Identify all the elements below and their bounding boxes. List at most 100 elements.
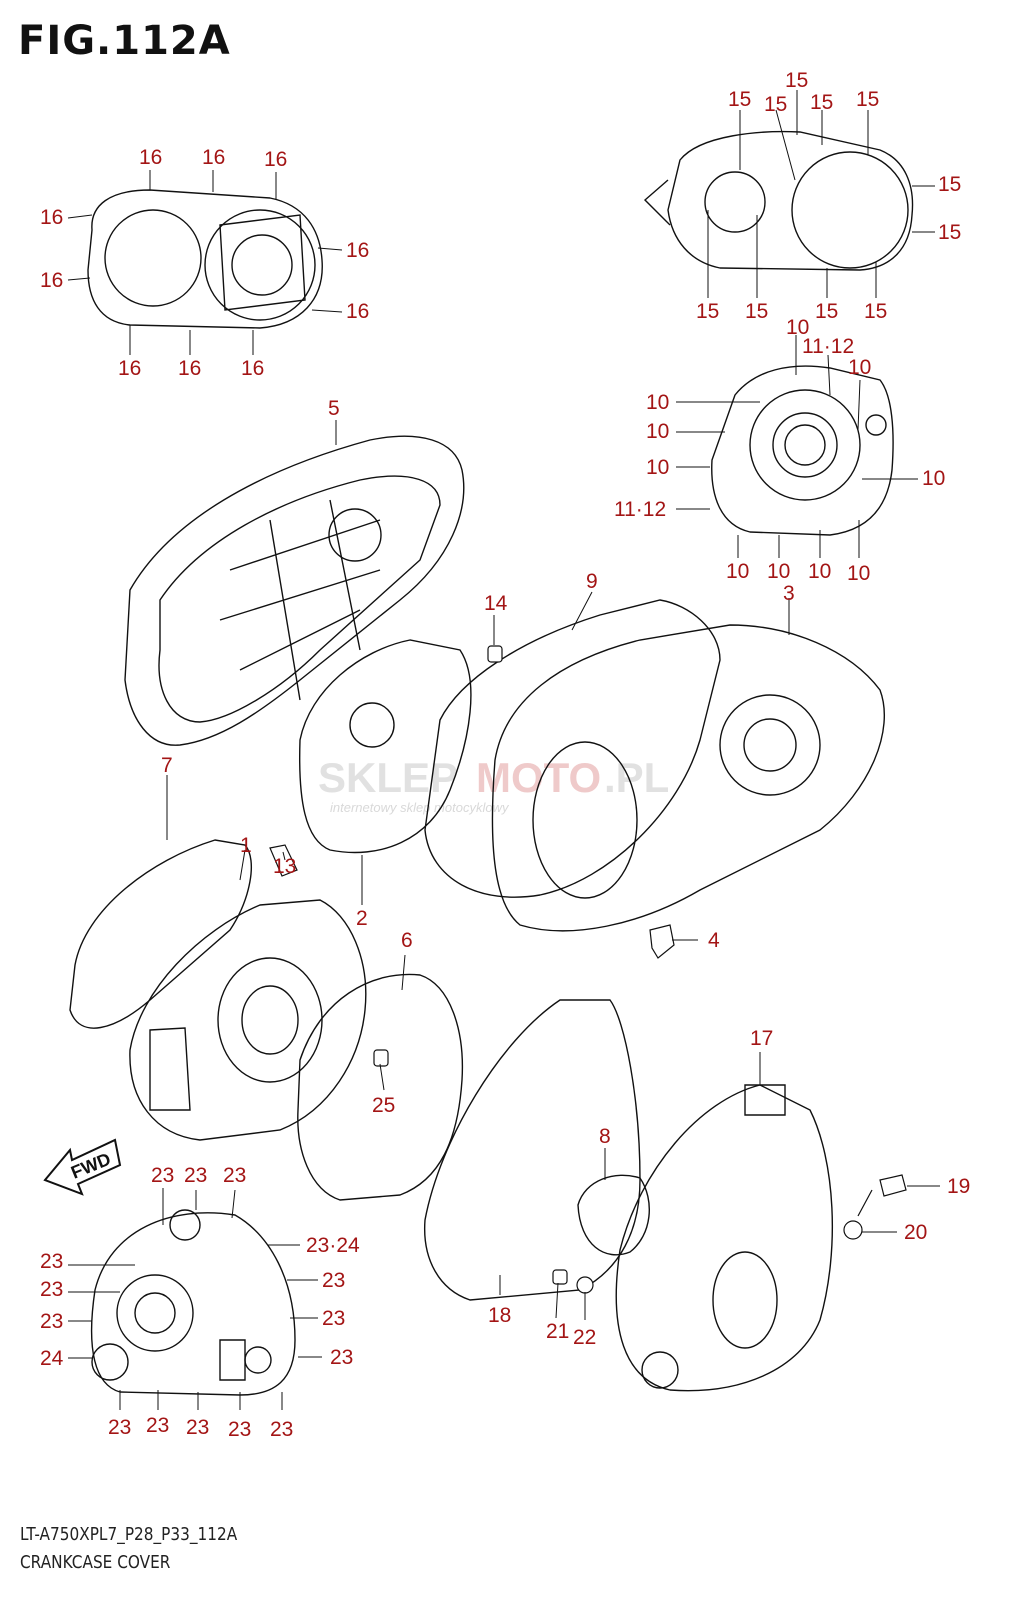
- callout-15-j: 15: [815, 300, 838, 323]
- callout-15-d: 15: [810, 91, 833, 114]
- watermark-brand-right: .PL: [604, 754, 669, 801]
- callout-23-d: 23: [40, 1250, 63, 1273]
- callout-23-i: 23: [330, 1346, 353, 1369]
- callouts-main: 5 14 9 3 7 1 13 2 6 4 25 17 8 19 20 18 2…: [161, 397, 970, 1349]
- callout-10-i: 10: [808, 560, 831, 583]
- callout-21: 21: [546, 1320, 569, 1343]
- callout-10-a: 10: [786, 316, 809, 339]
- callout-23-k: 23: [146, 1414, 169, 1437]
- part-20-o-ring: [843, 1220, 863, 1240]
- callouts-23: 23 23 23 23 23·24 23 23 23 23 24 23 23 2…: [40, 1164, 360, 1441]
- callout-3: 3: [783, 582, 795, 605]
- callout-15-i: 15: [745, 300, 768, 323]
- part-23-oil-cover: [90, 1209, 296, 1396]
- callout-4: 4: [708, 929, 720, 952]
- part-9-gasket: [424, 599, 721, 898]
- callouts-10: 10 10 10 10 10 10 10 10 10 10 11·12 11·1…: [614, 316, 945, 585]
- part-10-inner-cover-outline: [711, 365, 894, 536]
- part-13-bolt: [269, 844, 298, 877]
- callout-15-f: 15: [938, 173, 961, 196]
- part-5-cvt-outer-cover: [124, 435, 465, 746]
- callout-2: 2: [356, 907, 368, 930]
- callout-25: 25: [372, 1094, 395, 1117]
- callout-23-m: 23: [228, 1418, 251, 1441]
- callout-17: 17: [750, 1027, 773, 1050]
- callouts-16: 16 16 16 16 16 16 16 16 16 16: [40, 146, 369, 380]
- callout-15-a: 15: [785, 69, 808, 92]
- callout-23-j: 23: [108, 1416, 131, 1439]
- part-14-dowel-pin: [487, 645, 503, 663]
- callout-13: 13: [273, 855, 296, 878]
- fwd-arrow: FWD: [43, 1138, 122, 1196]
- callout-10-d: 10: [646, 420, 669, 443]
- part-22-gasket-washer: [576, 1276, 594, 1294]
- callout-23-b: 23: [184, 1164, 207, 1187]
- part-4-plug: [649, 924, 675, 959]
- callout-10-g: 10: [726, 560, 749, 583]
- part-8-cover: [577, 1174, 650, 1256]
- leader-lines: [67, 90, 940, 1410]
- callout-19: 19: [947, 1175, 970, 1198]
- callout-10-h: 10: [767, 560, 790, 583]
- callout-16-e: 16: [40, 269, 63, 292]
- callout-10-e: 10: [646, 456, 669, 479]
- callout-5: 5: [328, 397, 340, 420]
- callout-16-f: 16: [346, 239, 369, 262]
- callout-10-j: 10: [847, 562, 870, 585]
- part-15-magneto-cover-outline: [643, 130, 914, 271]
- callout-15-c: 15: [764, 93, 787, 116]
- callout-6: 6: [401, 929, 413, 952]
- figure-title: FIG.112A: [18, 18, 231, 64]
- callout-15-k: 15: [864, 300, 887, 323]
- part-16-clutch-cover-outline: [87, 189, 323, 329]
- callout-23-c: 23: [223, 1164, 246, 1187]
- callout-23-e: 23: [40, 1278, 63, 1301]
- callout-23-n: 23: [270, 1418, 293, 1441]
- small-parts: [269, 645, 907, 1294]
- callout-11-12-b: 11·12: [614, 498, 666, 521]
- part-3-crankcase-cover: [491, 624, 885, 932]
- callout-23-24: 23·24: [306, 1234, 360, 1257]
- part-6-gasket: [297, 973, 464, 1201]
- part-17-crankcase-cover-left: [615, 1084, 834, 1392]
- callout-23-f: 23: [322, 1269, 345, 1292]
- callout-24: 24: [40, 1347, 64, 1370]
- callout-1: 1: [240, 834, 252, 857]
- callout-15-g: 15: [938, 221, 961, 244]
- part-19-dipstick: [857, 1174, 907, 1217]
- callout-15-h: 15: [696, 300, 719, 323]
- callout-16-d: 16: [40, 206, 63, 229]
- callout-11-12-a: 11·12: [802, 335, 854, 358]
- callout-20: 20: [904, 1221, 927, 1244]
- figure-code: LT-A750XPL7_P28_P33_112A: [20, 1524, 238, 1545]
- callout-15-b: 15: [728, 88, 751, 111]
- callout-9: 9: [586, 570, 598, 593]
- callout-10-c: 10: [646, 391, 669, 414]
- callout-16-b: 16: [202, 146, 225, 169]
- callout-23-g: 23: [40, 1310, 63, 1333]
- callout-16-c: 16: [264, 148, 287, 171]
- watermark-brand-left: SKLEP: [318, 754, 458, 801]
- part-18-gasket: [423, 999, 641, 1301]
- callout-15-e: 15: [856, 88, 879, 111]
- callouts-15: 15 15 15 15 15 15 15 15 15 15 15: [696, 69, 961, 323]
- callout-23-l: 23: [186, 1416, 209, 1439]
- callout-23-a: 23: [151, 1164, 174, 1187]
- watermark-tagline: internetowy sklep motocyklowy: [330, 800, 510, 815]
- part-1-case-cover: [129, 899, 367, 1141]
- part-7-gasket: [69, 839, 252, 1029]
- part-21-plug: [552, 1269, 568, 1285]
- callout-22: 22: [573, 1326, 596, 1349]
- callout-23-h: 23: [322, 1307, 345, 1330]
- callout-8: 8: [599, 1125, 611, 1148]
- callout-7: 7: [161, 754, 173, 777]
- part-25-dowel-pin: [373, 1049, 389, 1067]
- callout-10-b: 10: [848, 356, 871, 379]
- callout-16-g: 16: [346, 300, 369, 323]
- watermark-brand-mid: MOTO: [476, 754, 601, 801]
- callout-16-h: 16: [118, 357, 141, 380]
- figure-name: CRANKCASE COVER: [20, 1552, 171, 1573]
- callout-16-j: 16: [241, 357, 264, 380]
- callout-18: 18: [488, 1304, 511, 1327]
